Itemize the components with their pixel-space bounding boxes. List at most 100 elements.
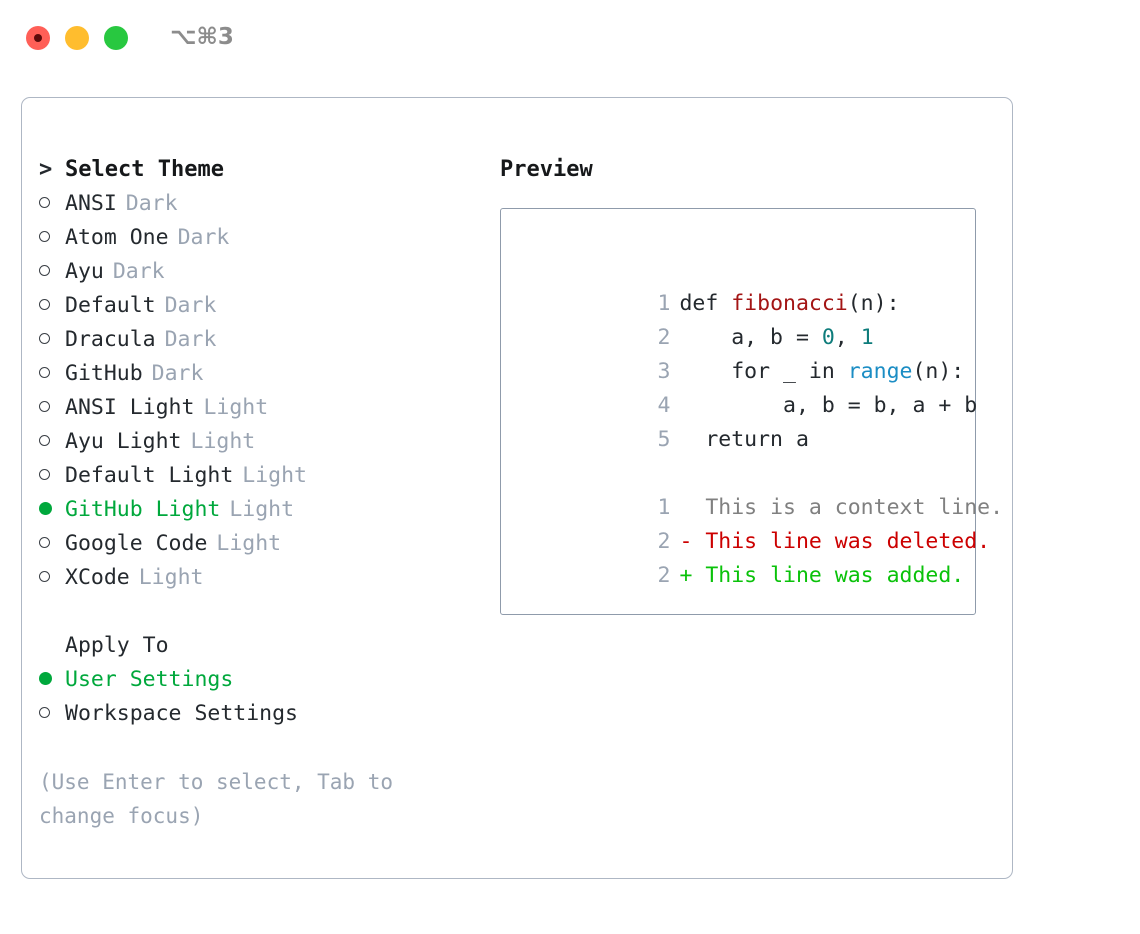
code-token-function: fibonacci bbox=[731, 291, 848, 316]
line-number: 2 bbox=[657, 529, 671, 554]
theme-variant: Dark bbox=[177, 225, 230, 250]
diff-text: This line was deleted. bbox=[692, 529, 991, 554]
radio-unselected-icon bbox=[39, 187, 65, 221]
theme-option-atom-one-dark[interactable]: Atom One Dark bbox=[39, 221, 479, 255]
traffic-lights bbox=[26, 26, 128, 50]
theme-variant: Dark bbox=[164, 293, 217, 318]
keyboard-hint-text: (Use Enter to select, Tab to change focu… bbox=[39, 770, 394, 828]
theme-variant: Light bbox=[138, 565, 204, 590]
theme-option-ansi-dark[interactable]: ANSI Dark bbox=[39, 187, 479, 221]
theme-variant: Dark bbox=[164, 327, 217, 352]
theme-option-ayu-light[interactable]: Ayu Light Light bbox=[39, 425, 479, 459]
code-token: (n): bbox=[847, 291, 900, 316]
radio-unselected-icon bbox=[39, 527, 65, 561]
diff-text: This is a context line. bbox=[692, 495, 1004, 520]
radio-selected-icon bbox=[39, 663, 65, 697]
code-token: (n): bbox=[912, 359, 965, 384]
theme-name: Default bbox=[65, 293, 156, 318]
code-token: def bbox=[679, 291, 732, 316]
theme-name: ANSI bbox=[65, 191, 117, 216]
theme-option-github-dark[interactable]: GitHub Dark bbox=[39, 357, 479, 391]
line-number: 3 bbox=[657, 359, 671, 384]
theme-variant: Light bbox=[216, 531, 282, 556]
apply-to-label: Apply To bbox=[65, 633, 169, 658]
radio-unselected-icon bbox=[39, 357, 65, 391]
radio-unselected-icon bbox=[39, 289, 65, 323]
code-line: 1 def fibonacci(n): bbox=[515, 253, 975, 316]
code-token: a, b = b, a + b bbox=[679, 393, 978, 418]
theme-name: Dracula bbox=[65, 327, 156, 352]
close-window-button[interactable] bbox=[26, 26, 50, 50]
title-bar: ⌥⌘3 bbox=[0, 0, 1140, 78]
radio-unselected-icon bbox=[39, 459, 65, 493]
radio-unselected-icon bbox=[39, 255, 65, 289]
diff-line-added: 2 + This line was added. bbox=[515, 525, 975, 588]
radio-unselected-icon bbox=[39, 425, 65, 459]
code-token: return a bbox=[679, 427, 809, 452]
theme-option-dracula-dark[interactable]: Dracula Dark bbox=[39, 323, 479, 357]
code-line: 2 a, b = 0, 1 bbox=[515, 287, 975, 350]
radio-unselected-icon bbox=[39, 697, 65, 731]
theme-option-xcode[interactable]: XCode Light bbox=[39, 561, 479, 595]
theme-variant: Light bbox=[229, 497, 295, 522]
theme-variant: Dark bbox=[125, 191, 178, 216]
code-line: 3 for _ in range(n): bbox=[515, 321, 975, 384]
theme-name: Ayu Light bbox=[65, 429, 182, 454]
diff-text: This line was added. bbox=[692, 563, 965, 588]
code-line: 4 a, b = b, a + b bbox=[515, 355, 978, 418]
theme-name: GitHub bbox=[65, 361, 143, 386]
apply-to-option-label: Workspace Settings bbox=[65, 701, 298, 726]
theme-name: Google Code bbox=[65, 531, 208, 556]
diff-line-context: 1 This is a context line. bbox=[515, 457, 1004, 520]
theme-name: GitHub Light bbox=[65, 497, 221, 522]
prompt-caret-icon: > bbox=[39, 157, 53, 182]
theme-list-header: > Select Theme bbox=[39, 153, 479, 187]
radio-unselected-icon bbox=[39, 323, 65, 357]
line-number: 2 bbox=[657, 325, 671, 350]
theme-option-default-light[interactable]: Default Light Light bbox=[39, 459, 479, 493]
theme-option-google-code[interactable]: Google Code Light bbox=[39, 527, 479, 561]
radio-selected-icon bbox=[39, 493, 65, 527]
code-token-builtin: range bbox=[847, 359, 913, 384]
theme-name: Default Light bbox=[65, 463, 234, 488]
apply-to-option-label: User Settings bbox=[65, 667, 234, 692]
line-number: 2 bbox=[657, 563, 671, 588]
theme-option-default-dark[interactable]: Default Dark bbox=[39, 289, 479, 323]
radio-unselected-icon bbox=[39, 391, 65, 425]
line-number: 4 bbox=[657, 393, 671, 418]
theme-variant: Light bbox=[190, 429, 256, 454]
code-token-number: 1 bbox=[860, 325, 874, 350]
code-token: , bbox=[834, 325, 861, 350]
keyboard-shortcut-label: ⌥⌘3 bbox=[170, 24, 234, 50]
line-number: 5 bbox=[657, 427, 671, 452]
preview-title: Preview bbox=[500, 157, 593, 182]
diff-line-deleted: 2- This line was deleted. bbox=[515, 491, 991, 554]
theme-name: ANSI Light bbox=[65, 395, 195, 420]
list-spacer bbox=[39, 595, 479, 629]
apply-to-option-user-settings[interactable]: User Settings bbox=[39, 663, 479, 697]
radio-unselected-icon bbox=[39, 221, 65, 255]
apply-to-option-workspace-settings[interactable]: Workspace Settings bbox=[39, 697, 479, 731]
diff-sign bbox=[679, 495, 692, 520]
diff-sign: + bbox=[679, 563, 693, 588]
theme-name: Atom One bbox=[65, 225, 169, 250]
maximize-window-button[interactable] bbox=[104, 26, 128, 50]
theme-variant: Light bbox=[242, 463, 308, 488]
theme-name: Ayu bbox=[65, 259, 104, 284]
theme-option-ansi-light[interactable]: ANSI Light Light bbox=[39, 391, 479, 425]
line-number: 1 bbox=[657, 291, 671, 316]
theme-option-github-light[interactable]: GitHub Light Light bbox=[39, 493, 479, 527]
theme-variant: Dark bbox=[151, 361, 204, 386]
theme-variant: Light bbox=[203, 395, 269, 420]
theme-list-header-label: Select Theme bbox=[65, 157, 224, 182]
code-token-number: 0 bbox=[821, 325, 835, 350]
diff-sign: - bbox=[679, 529, 693, 554]
theme-name: XCode bbox=[65, 565, 130, 590]
minimize-window-button[interactable] bbox=[65, 26, 89, 50]
